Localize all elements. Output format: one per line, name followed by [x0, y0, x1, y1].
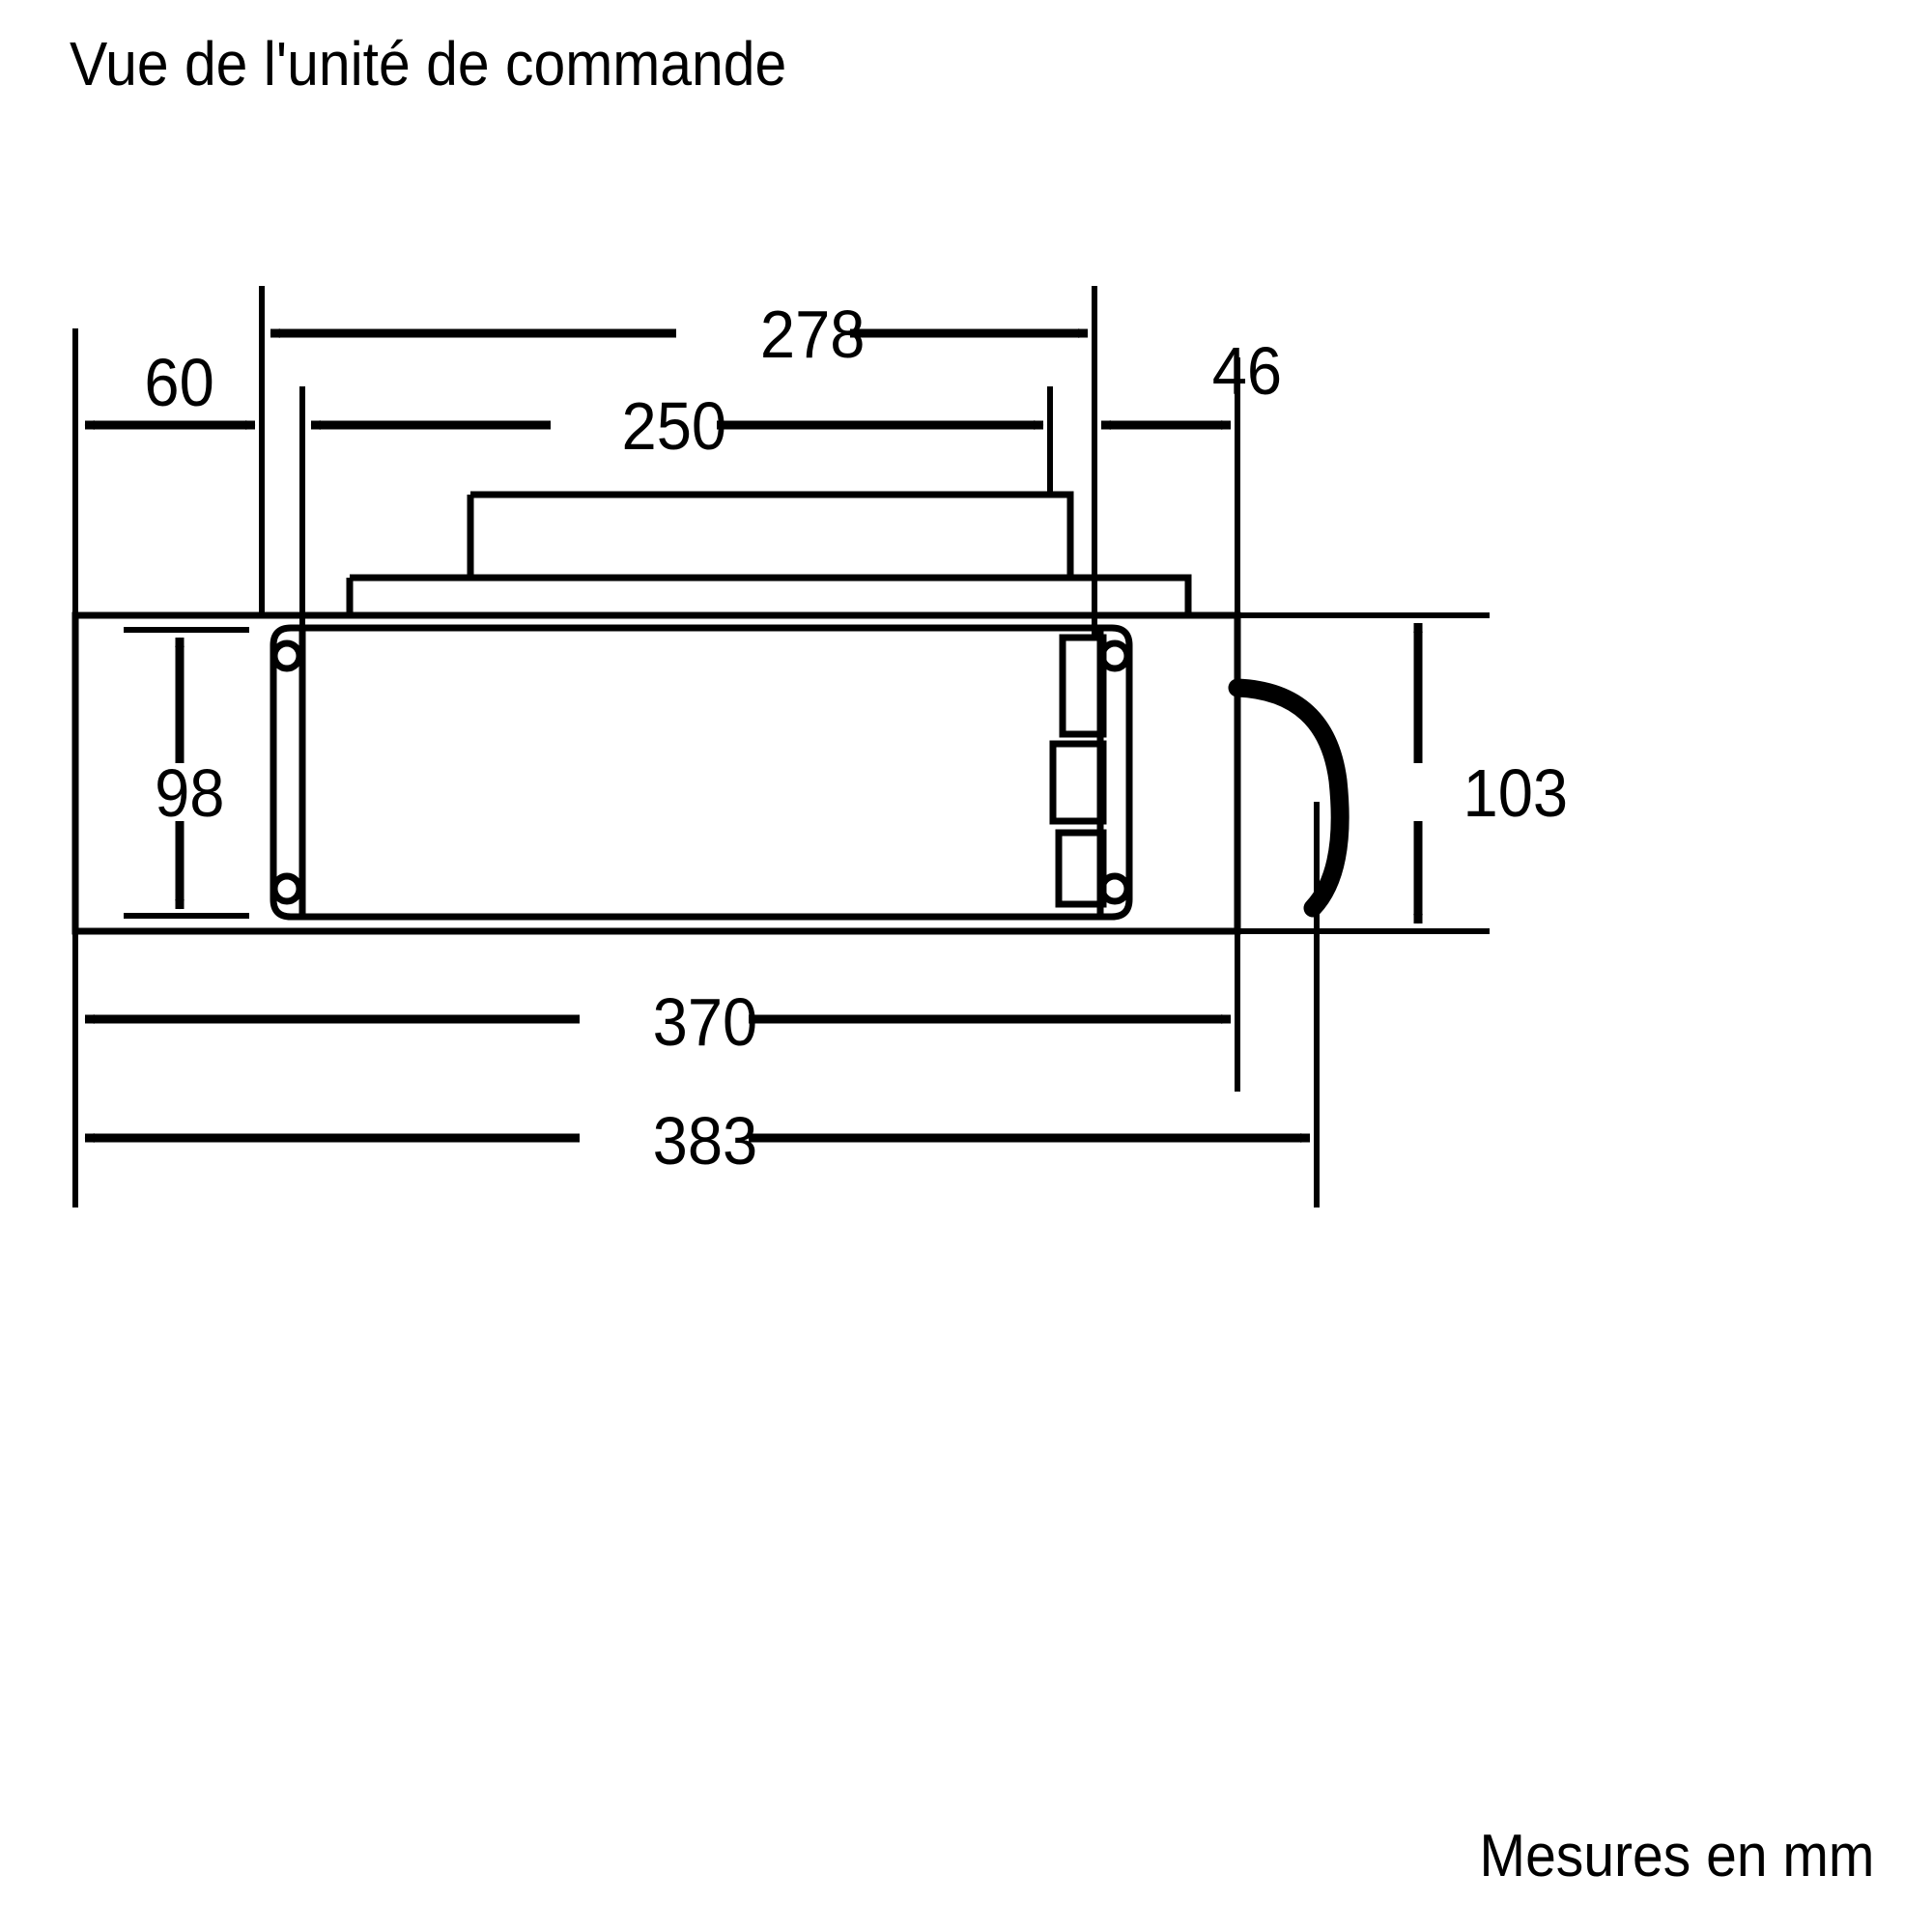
dim-label-46: 46 [1212, 334, 1282, 410]
dim-label-250: 250 [622, 389, 727, 465]
screw-hole-top-left [270, 639, 303, 672]
module-body [298, 624, 1104, 921]
connector-block-middle [1049, 740, 1107, 825]
screw-hole-bottom-left [270, 872, 303, 905]
dimension-labels-group: 278 60 250 46 98 103 370 383 [144, 298, 1568, 1179]
cable [1228, 678, 1350, 918]
units-note: Mesures en mm [1479, 1823, 1874, 1889]
connector-block-bottom [1055, 829, 1107, 908]
page-title: Vue de l'unité de commande [70, 29, 787, 99]
connector-block-top [1059, 634, 1107, 738]
dim-label-60: 60 [144, 346, 213, 421]
dim-label-278: 278 [760, 298, 866, 373]
product-outline-group [71, 491, 1350, 935]
dimension-lines-group [72, 286, 1490, 1208]
flange-right [1096, 624, 1133, 921]
flange-left [270, 624, 306, 921]
body-outer-rect [71, 611, 1241, 935]
dim-label-370: 370 [653, 985, 758, 1061]
bezel-upper-step [470, 491, 1074, 578]
bezel-lower-step [350, 574, 1192, 618]
dim-label-383: 383 [653, 1104, 758, 1179]
dim-label-103: 103 [1463, 756, 1569, 832]
dim-label-98: 98 [155, 756, 224, 832]
